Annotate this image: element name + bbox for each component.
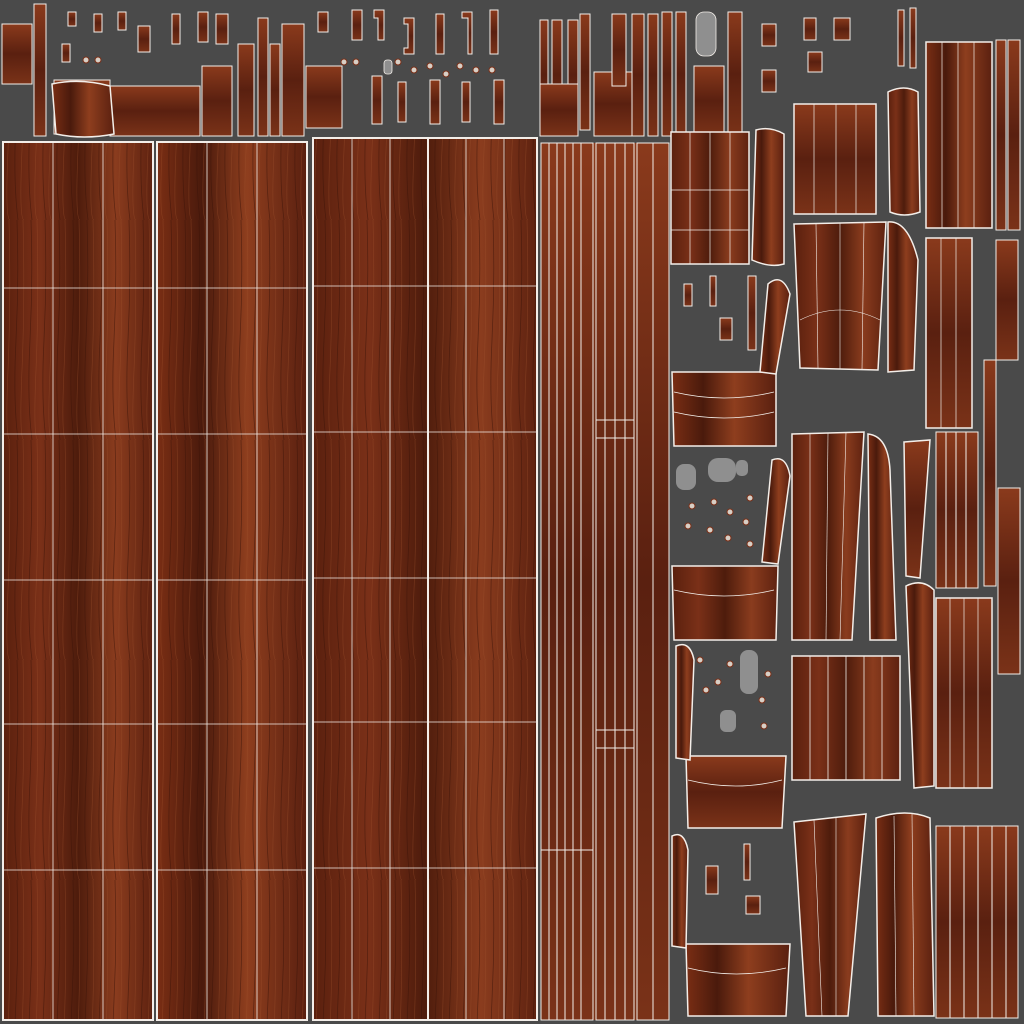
- curved-leg-shell-7: [903, 439, 931, 579]
- seat-pad: [51, 80, 115, 138]
- plank-panel-small-2: [793, 103, 877, 215]
- plank-panel-small-5: [791, 655, 901, 781]
- curved-leg-shell-3: [793, 221, 887, 371]
- seat-frame-1: [671, 371, 777, 447]
- small-fastener: [82, 56, 496, 78]
- top-small-islands: [1, 3, 851, 137]
- plank-panel-1: [2, 141, 154, 1021]
- hardware-pieces: [383, 11, 717, 75]
- thin-trim-strip: [897, 7, 1021, 361]
- curved-leg-shell-10: [875, 812, 935, 1017]
- thin-trim-strip-2: [935, 359, 1021, 675]
- curved-leg-shell-2: [887, 87, 921, 216]
- thin-trim-strip-3: [935, 825, 1019, 1019]
- curved-leg-shell-8: [905, 582, 935, 789]
- curved-leg-shell-11: [671, 279, 791, 949]
- seat-frame-4: [685, 943, 791, 1017]
- seat-frame-2: [671, 565, 779, 641]
- hardware-cluster-2: [696, 650, 772, 732]
- curved-leg-shell-5: [791, 431, 865, 641]
- seat-frame-3: [685, 755, 787, 829]
- plank-panel-small-3: [925, 41, 993, 229]
- plank-panel-small-1: [670, 131, 750, 265]
- curved-leg-shell-4: [887, 221, 919, 373]
- hardware-cluster-1: [676, 458, 754, 548]
- plank-panel-2: [156, 141, 308, 1021]
- plank-panel-small-4: [925, 237, 973, 429]
- curved-leg-shell-9: [793, 813, 867, 1017]
- small-fastener-2: [683, 275, 761, 915]
- bracket-pieces: [351, 9, 505, 125]
- curved-leg-shell-6: [867, 433, 897, 641]
- trim-strip-bundle: [540, 142, 670, 1021]
- plank-panel-3: [312, 137, 538, 1021]
- plank-panel-small-6: [935, 597, 993, 789]
- curved-leg-shell-1: [751, 127, 785, 267]
